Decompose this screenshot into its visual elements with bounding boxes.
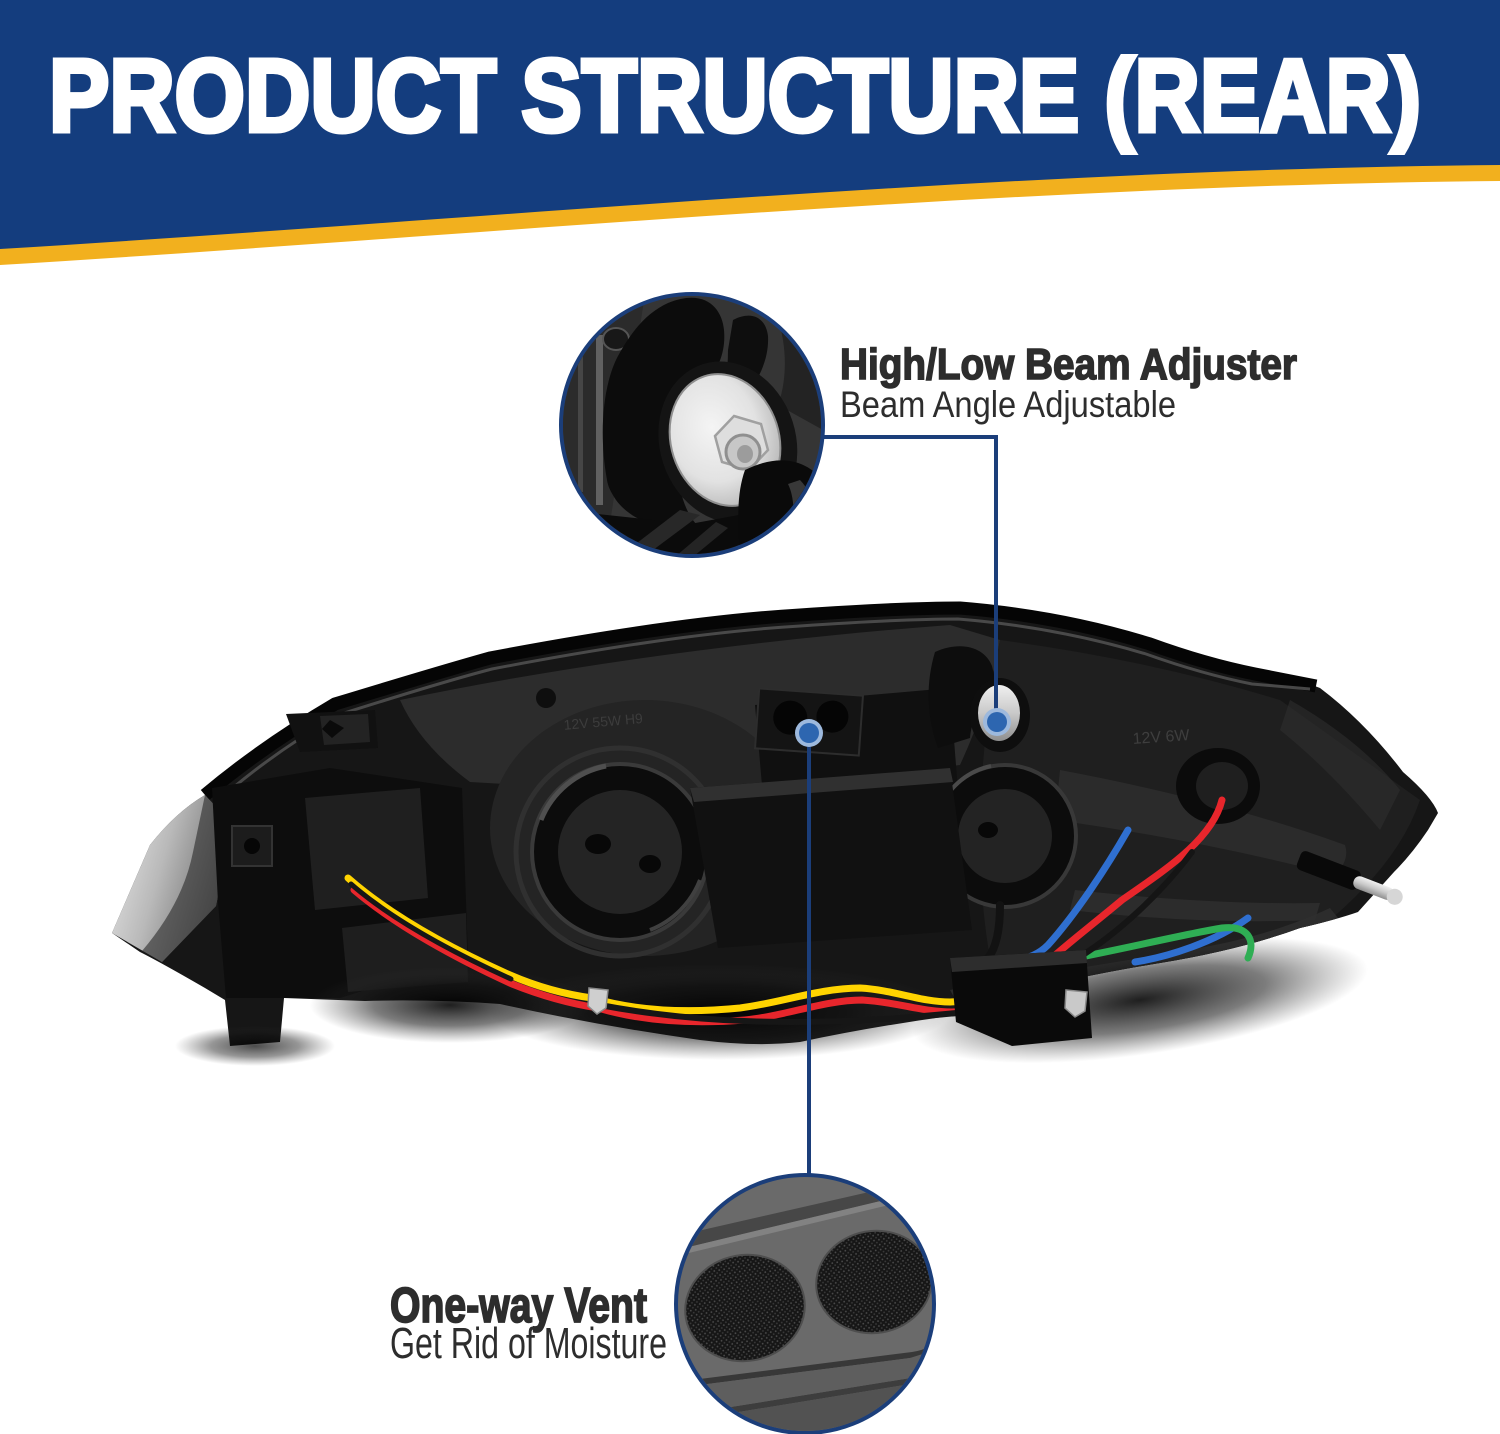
svg-text:Get Rid of Moisture: Get Rid of Moisture [390, 1319, 667, 1368]
svg-text:12V 6W: 12V 6W [1132, 727, 1191, 748]
svg-text:High/Low Beam Adjuster: High/Low Beam Adjuster [840, 340, 1297, 389]
svg-text:One-way Vent: One-way Vent [390, 1279, 647, 1333]
svg-text:PRODUCT STRUCTURE (REAR): PRODUCT STRUCTURE (REAR) [49, 38, 1421, 153]
svg-text:Beam Angle Adjustable: Beam Angle Adjustable [840, 384, 1176, 425]
svg-text:12V 55W H9: 12V 55W H9 [563, 710, 644, 733]
